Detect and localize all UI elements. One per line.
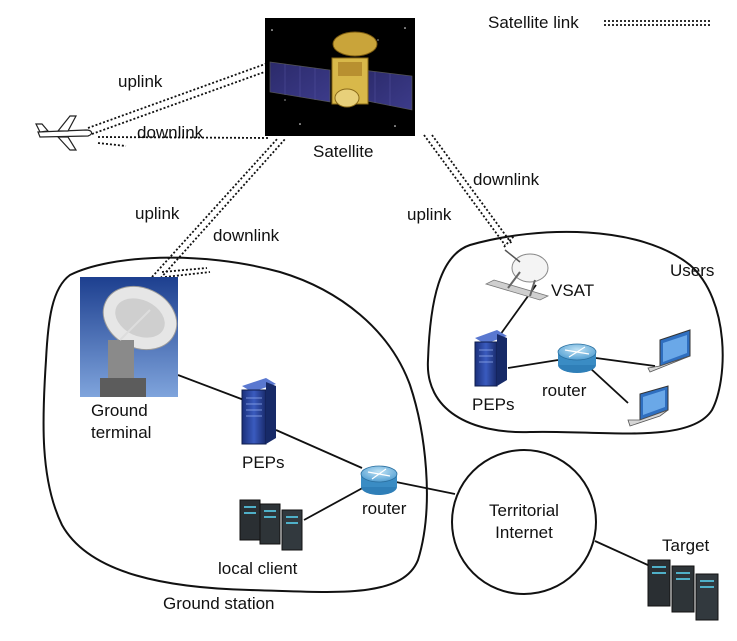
ground-station-boundary [42,256,428,593]
aircraft-satellite-link [87,62,271,147]
users-boundary [426,230,724,435]
ground-peps-label: PEPs [242,453,285,472]
users-uplink-label: uplink [407,205,452,224]
target-servers-icon [647,559,719,621]
laptop-icon-1 [647,329,691,373]
ground-station-label: Ground station [163,594,275,613]
users-router-label: router [542,381,587,400]
users-label: Users [670,261,714,280]
aircraft-uplink-label: uplink [118,72,163,91]
users-downlink-label: downlink [473,170,540,189]
aircraft-downlink-label: downlink [137,123,204,142]
ground-terminal-label-line1: Ground [91,401,148,420]
ground-terminal-image [80,277,178,397]
legend-label: Satellite link [488,13,579,32]
ground-peps-server-icon [241,378,276,445]
ground-uplink-label: uplink [135,204,180,223]
ground-router-label: router [362,499,407,518]
satellite-label: Satellite [313,142,373,161]
ground-downlink-label: downlink [213,226,280,245]
local-client-label: local client [218,559,298,578]
local-client-servers-icon [239,499,303,551]
vsat-dish-icon [484,249,550,301]
aircraft-icon [35,115,93,151]
vsat-label: VSAT [551,281,594,300]
target-label: Target [662,536,710,555]
ground-router-icon [360,465,398,495]
users-satellite-link [423,134,515,248]
internet-label-line2: Internet [495,523,553,542]
users-router-icon [557,343,597,373]
satellite-image [265,18,415,136]
ground-satellite-link [151,137,287,282]
internet-label-line1: Territorial [489,501,559,520]
laptop-icon-2 [627,385,669,427]
legend-dotted-line [604,20,710,26]
ground-terminal-label-line2: terminal [91,423,151,442]
users-peps-server-icon [474,330,507,387]
users-peps-label: PEPs [472,395,515,414]
territorial-internet-circle [451,449,597,595]
